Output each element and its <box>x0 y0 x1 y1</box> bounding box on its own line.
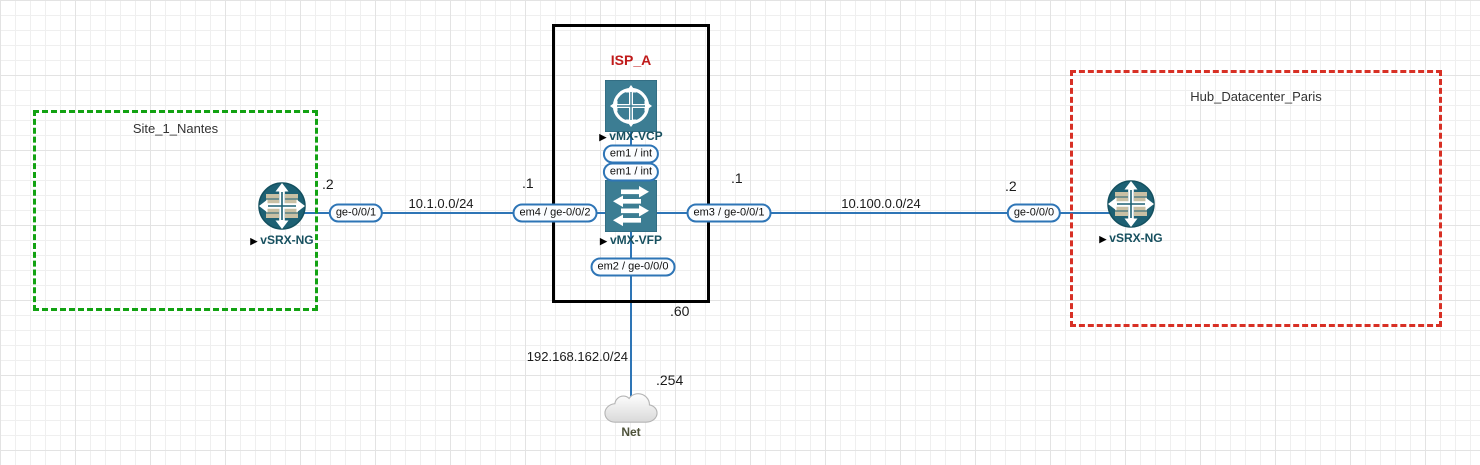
node-label: ▶vSRX-NG <box>250 233 313 247</box>
running-indicator-icon: ▶ <box>600 236 607 246</box>
link-site1-isp <box>282 212 631 214</box>
node-label: ▶vSRX-NG <box>1099 231 1162 245</box>
zone-hub-datacenter-paris[interactable]: Hub_Datacenter_Paris <box>1070 70 1442 327</box>
network-label-10-1-0-0[interactable]: 10.1.0.0/24 <box>408 196 474 211</box>
node-name: vSRX-NG <box>1109 231 1163 245</box>
node-vsrx-hub[interactable]: ▶vSRX-NG <box>1099 180 1163 245</box>
juniper-router-icon <box>258 182 306 230</box>
interface-label-em1-int-bottom: em1 / int <box>602 162 660 182</box>
link-isp-hub <box>631 212 1131 214</box>
juniper-logo-icon <box>605 80 657 132</box>
running-indicator-icon: ▶ <box>599 132 607 142</box>
running-indicator-icon: ▶ <box>1099 234 1107 244</box>
node-vmx-vfp[interactable]: ▶vMX-VFP <box>600 180 662 247</box>
running-indicator-icon: ▶ <box>250 236 258 246</box>
ip-label-hub-ge000[interactable]: .2 <box>1005 178 1017 194</box>
node-name: vMX-VFP <box>609 233 662 247</box>
ip-label-site1-ge001[interactable]: .2 <box>322 176 334 192</box>
network-label-192-168-162-0[interactable]: 192.168.162.0/24 <box>526 349 628 364</box>
node-vmx-vcp[interactable]: ▶vMX-VCP <box>599 80 663 143</box>
zone-site-1-nantes[interactable]: Site_1_Nantes <box>33 110 318 311</box>
node-label: ▶vMX-VCP <box>599 129 662 143</box>
network-label-10-100-0-0[interactable]: 10.100.0.0/24 <box>841 196 921 211</box>
ip-label-isp-em4[interactable]: .1 <box>522 175 534 191</box>
link-isp-net <box>630 212 632 408</box>
interface-label-ge-0-0-1: ge-0/0/1 <box>328 203 384 223</box>
interface-label-em1-int-top: em1 / int <box>602 144 660 164</box>
zone-title: ISP_A <box>610 52 652 68</box>
interface-label-em2-ge-0-0-0: em2 / ge-0/0/0 <box>590 257 676 277</box>
switch-arrows-icon <box>605 180 657 232</box>
ip-label-isp-em2[interactable]: .60 <box>670 303 690 319</box>
zone-title: Hub_Datacenter_Paris <box>1190 89 1322 104</box>
juniper-router-icon <box>1107 180 1155 228</box>
ip-label-isp-em3[interactable]: .1 <box>731 170 743 186</box>
cloud-icon <box>604 393 658 423</box>
node-label: Net <box>621 425 641 439</box>
interface-label-em3-ge-0-0-1: em3 / ge-0/0/1 <box>686 203 772 223</box>
zone-title: Site_1_Nantes <box>132 121 219 136</box>
node-net-cloud[interactable]: Net <box>600 389 662 439</box>
node-vsrx-site1[interactable]: ▶vSRX-NG <box>250 182 314 247</box>
node-name: vMX-VCP <box>609 129 663 143</box>
interface-label-em4-ge-0-0-2: em4 / ge-0/0/2 <box>512 203 598 223</box>
interface-label-ge-0-0-0: ge-0/0/0 <box>1006 203 1062 223</box>
node-label: ▶vMX-VFP <box>600 233 662 247</box>
node-name: vSRX-NG <box>260 233 314 247</box>
ip-label-net-gateway[interactable]: .254 <box>656 372 684 388</box>
zone-isp-a[interactable]: ISP_A <box>552 24 710 303</box>
